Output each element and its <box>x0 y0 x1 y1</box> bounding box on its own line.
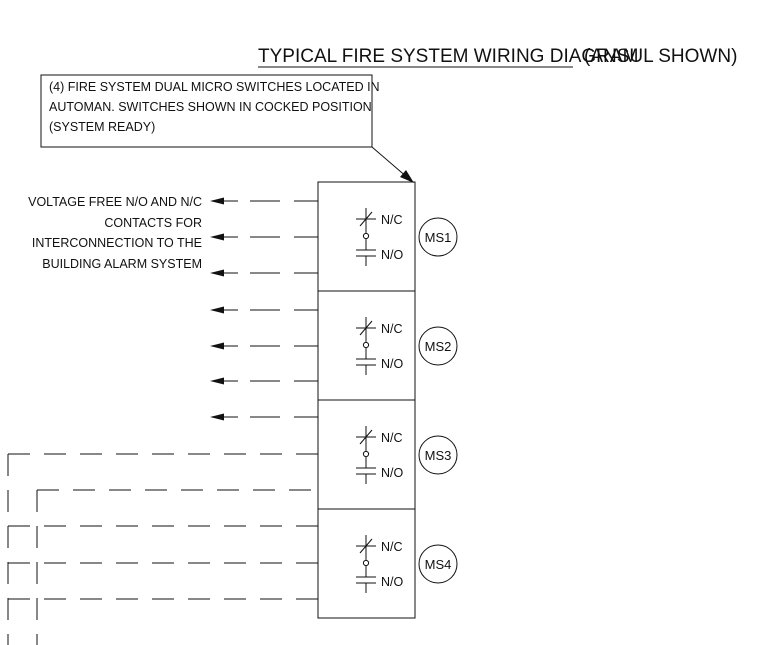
micro-switch-ms3: N/C N/O MS3 <box>317 399 458 510</box>
alarm-lead-arrow <box>210 269 318 277</box>
common-terminal <box>362 232 370 240</box>
micro-switch-ms4: N/C N/O MS4 <box>317 508 458 619</box>
note-line-3: (SYSTEM READY) <box>49 120 155 134</box>
switch-tag-bubble <box>418 435 458 475</box>
switch-tag-bubble <box>418 326 458 366</box>
callout-arrowhead <box>400 170 414 183</box>
alarm-lead-arrow <box>210 342 318 350</box>
interconnection-label-line-2: CONTACTS FOR <box>104 216 202 230</box>
alarm-lead-arrow <box>210 413 318 421</box>
switch-tag-bubble <box>418 544 458 584</box>
arrowhead <box>210 269 224 277</box>
diagram-subtitle: (ANSUL SHOWN) <box>584 46 737 67</box>
nc-contact-label: N/C <box>381 431 403 445</box>
diagram-title: TYPICAL FIRE SYSTEM WIRING DIAGRAM <box>258 46 638 67</box>
alarm-lead-arrow <box>210 306 318 314</box>
arrowhead <box>210 342 224 350</box>
alarm-lead-arrow <box>210 233 318 241</box>
no-contact-label: N/O <box>381 357 404 371</box>
common-terminal <box>362 559 370 567</box>
micro-switch-ms2: N/C N/O MS2 <box>317 290 458 401</box>
switch-tag-label: MS3 <box>425 448 452 463</box>
interconnection-label: VOLTAGE FREE N/O AND N/C CONTACTS FOR IN… <box>28 195 202 271</box>
note-line-1: (4) FIRE SYSTEM DUAL MICRO SWITCHES LOCA… <box>49 80 380 94</box>
alarm-leads <box>210 197 318 421</box>
interconnection-label-line-4: BUILDING ALARM SYSTEM <box>42 257 202 271</box>
alarm-lead-arrow <box>210 197 318 205</box>
arrowhead <box>210 233 224 241</box>
arrowhead <box>210 197 224 205</box>
micro-switch-ms1: N/C N/O MS1 <box>317 181 458 292</box>
alarm-lead-arrow <box>210 377 318 385</box>
no-contact-label: N/O <box>381 248 404 262</box>
common-terminal <box>362 341 370 349</box>
no-contact-label: N/O <box>381 575 404 589</box>
switch-tag-label: MS1 <box>425 230 452 245</box>
switch-tag-label: MS4 <box>425 557 452 572</box>
arrowhead <box>210 306 224 314</box>
interconnection-label-line-3: INTERCONNECTION TO THE <box>32 236 202 250</box>
note-callout: (4) FIRE SYSTEM DUAL MICRO SWITCHES LOCA… <box>40 74 414 183</box>
arrowhead <box>210 413 224 421</box>
nc-contact-label: N/C <box>381 213 403 227</box>
nc-contact-label: N/C <box>381 540 403 554</box>
note-line-2: AUTOMAN. SWITCHES SHOWN IN COCKED POSITI… <box>49 100 372 114</box>
switch-tag-bubble <box>418 217 458 257</box>
interconnection-label-line-1: VOLTAGE FREE N/O AND N/C <box>28 195 202 209</box>
lower-wiring <box>7 453 318 645</box>
nc-contact-label: N/C <box>381 322 403 336</box>
switch-tag-label: MS2 <box>425 339 452 354</box>
common-terminal <box>362 450 370 458</box>
arrowhead <box>210 377 224 385</box>
no-contact-label: N/O <box>381 466 404 480</box>
